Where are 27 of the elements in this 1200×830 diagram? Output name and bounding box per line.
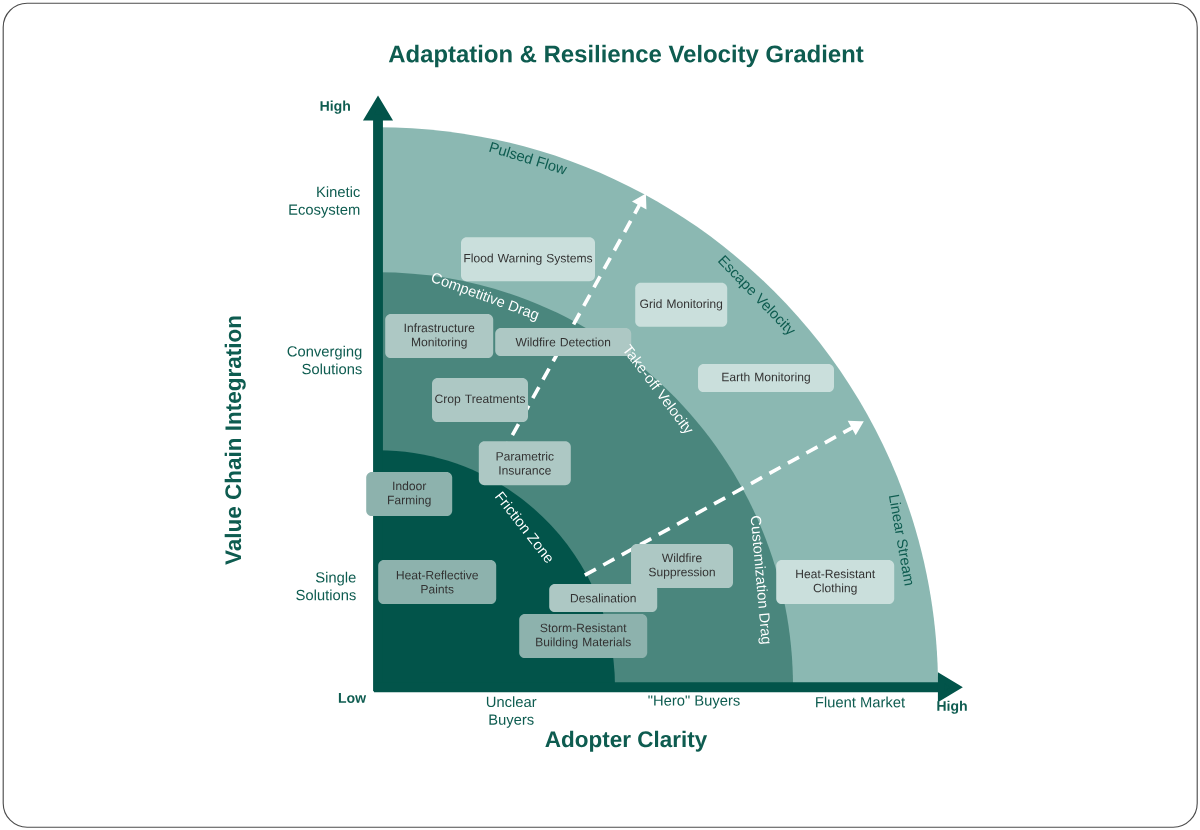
item-box: Heat-Resistant Clothing [776, 560, 895, 604]
item-box: Storm-Resistant Building Materials [519, 614, 648, 658]
zone-label: Customization Drag [750, 516, 770, 644]
item-box: Grid Monitoring [635, 282, 728, 327]
axis-level-label: Kinetic Ecosystem [289, 186, 360, 218]
axis-title: Value Chain Integration [224, 316, 246, 565]
axis-end-label: Low [338, 693, 367, 703]
item-box: Desalination [549, 584, 658, 612]
axis-title: Adopter Clarity [545, 730, 708, 752]
diagram-title: Adaptation & Resilience Velocity Gradient [388, 44, 864, 68]
axis-level-label: "Hero" Buyers [648, 695, 740, 709]
item-box: Indoor Farming [366, 472, 453, 516]
item-box: Flood Warning Systems [461, 237, 595, 282]
item-box: Crop Treatments [432, 378, 528, 422]
item-box: Earth Monitoring [698, 364, 834, 392]
axis-level-label: Single Solutions [296, 571, 356, 601]
axis-level-label: Unclear Buyers [486, 696, 537, 728]
axis-level-label: Fluent Market [816, 696, 905, 708]
zone-label: Pulsed Flow [489, 141, 568, 175]
item-box: Infrastructure Monitoring [385, 314, 494, 358]
node-label: Wildfire Detection [515, 337, 611, 347]
axis-level-label: Converging Solutions [287, 345, 362, 375]
axis-end-label: High [320, 100, 350, 114]
axis-end-label: High [937, 700, 967, 714]
item-box: Heat-Reflective Paints [378, 560, 497, 604]
item-box: Wildfire Suppression [631, 544, 733, 588]
item-box: Parametric Insurance [478, 441, 571, 486]
